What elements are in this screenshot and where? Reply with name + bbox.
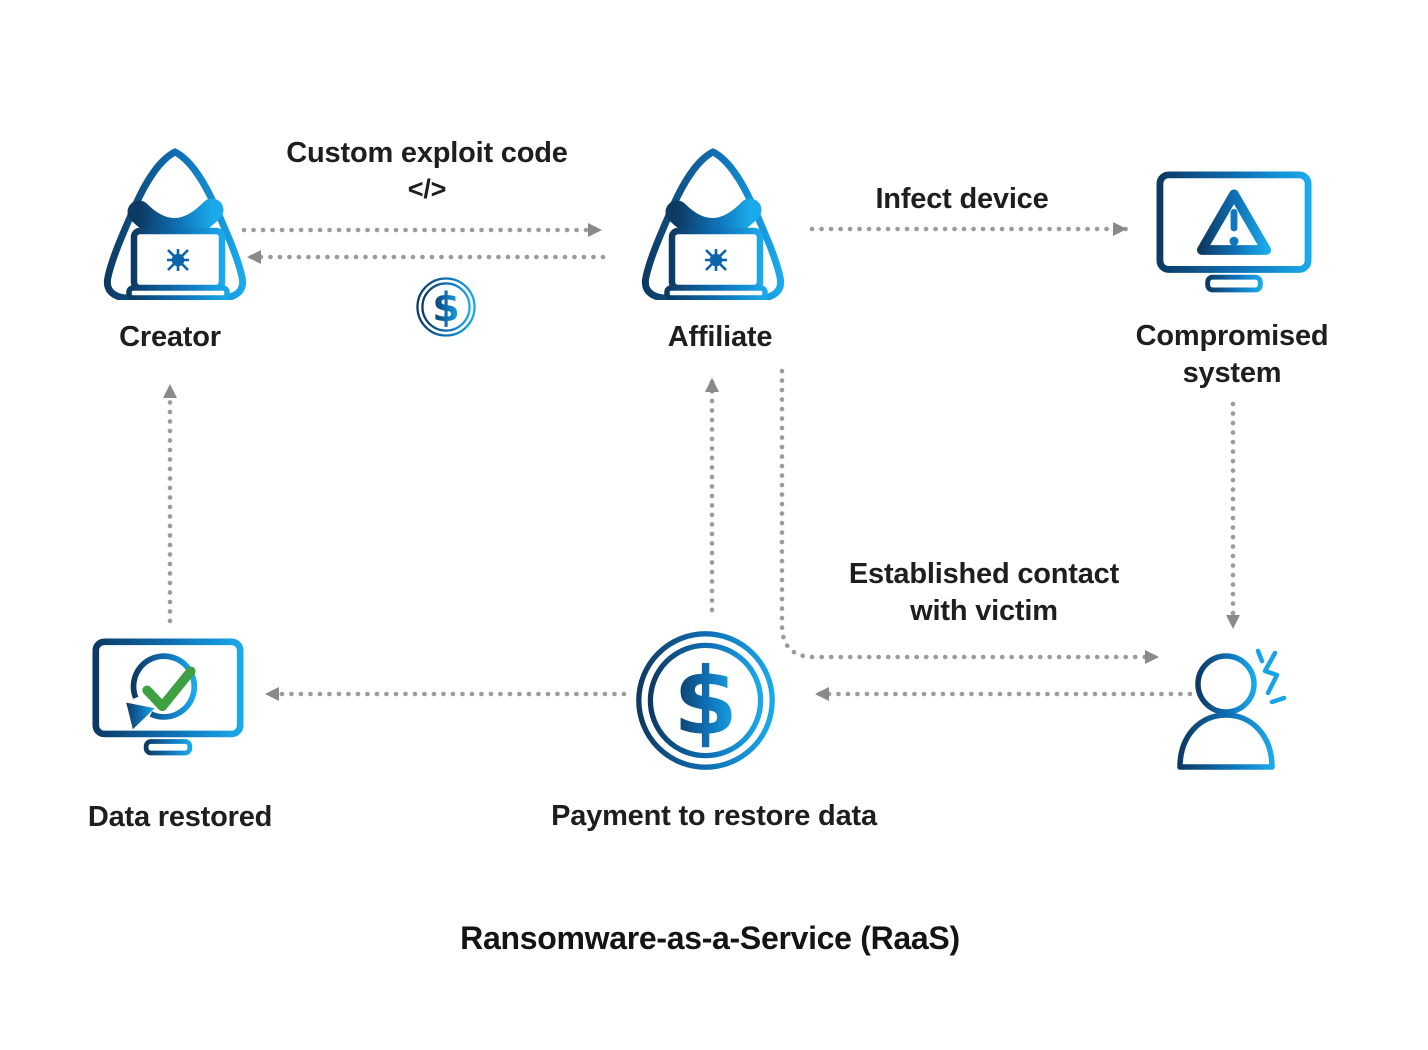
arrow-established-contact xyxy=(779,368,1161,664)
victim-person-icon xyxy=(1180,651,1284,767)
creator-label: Creator xyxy=(119,321,221,353)
data-restored-icon xyxy=(96,642,240,753)
data-restored-label: Data restored xyxy=(87,801,273,833)
affiliate-label: Affiliate xyxy=(667,321,773,353)
compromised-system-label: Compromised system xyxy=(1135,320,1329,390)
diagram-title: Ransomware-as-a-Service (RaaS) xyxy=(460,920,960,956)
affiliate-hacker-icon xyxy=(645,152,780,298)
compromised-system-icon xyxy=(1160,175,1308,290)
creator-hacker-icon xyxy=(107,152,242,298)
edge-label-established-contact: Established contact with victim xyxy=(848,558,1120,628)
payment-coin-small-icon xyxy=(416,277,476,337)
payment-label: Payment to restore data xyxy=(551,800,877,832)
edge-label-custom-exploit-code: Custom exploit code xyxy=(286,137,568,169)
code-symbol: </> xyxy=(407,174,447,204)
payment-coin-icon xyxy=(639,634,772,767)
edge-label-infect-device: Infect device xyxy=(875,183,1049,215)
